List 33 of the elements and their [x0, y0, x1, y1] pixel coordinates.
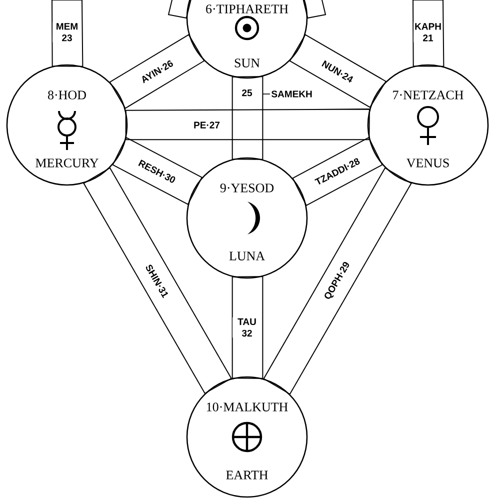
path-band: [112, 136, 203, 206]
node-label: VENUS: [406, 158, 449, 168]
node-label: SUN: [234, 58, 260, 68]
edge-label: PE·27: [192, 120, 221, 130]
path-band: [125, 108, 370, 140]
circle-node: 10·MALKUTH EARTH: [186, 376, 308, 498]
node-label: 6·TIPHARETH: [206, 4, 288, 14]
node-label: LUNA: [229, 252, 265, 260]
node-label: EARTH: [226, 470, 268, 480]
path-band: [52, 0, 84, 67]
edge-label: 25: [240, 88, 254, 98]
path-band: [83, 167, 232, 394]
node-label: 8·HOD: [48, 90, 86, 100]
circle-node: 7·NETZACH VENUS: [367, 64, 489, 186]
circle-node: 8·HOD MERCURY: [6, 64, 128, 186]
circle-node: 9·YESOD LUNA: [186, 157, 308, 279]
path-band: [412, 0, 444, 67]
node-label: 10·MALKUTH: [206, 402, 288, 412]
node-label: 9·YESOD: [220, 184, 274, 192]
edge-label: KAPH 21: [414, 22, 442, 42]
node-label: MERCURY: [36, 158, 98, 168]
path-band: [292, 136, 383, 206]
path-band: [289, 34, 387, 108]
edge-label: MEM 23: [52, 22, 82, 42]
path-band: [263, 167, 412, 395]
path-band: [300, 0, 326, 19]
node-label: 7·NETZACH: [393, 90, 464, 100]
path-band: [232, 76, 264, 160]
path-band: [168, 0, 194, 19]
path-band: [232, 276, 264, 379]
path-name: SAMEKH: [271, 90, 312, 98]
path-band: [109, 34, 205, 109]
edge-label: TAU 32: [232, 317, 262, 338]
